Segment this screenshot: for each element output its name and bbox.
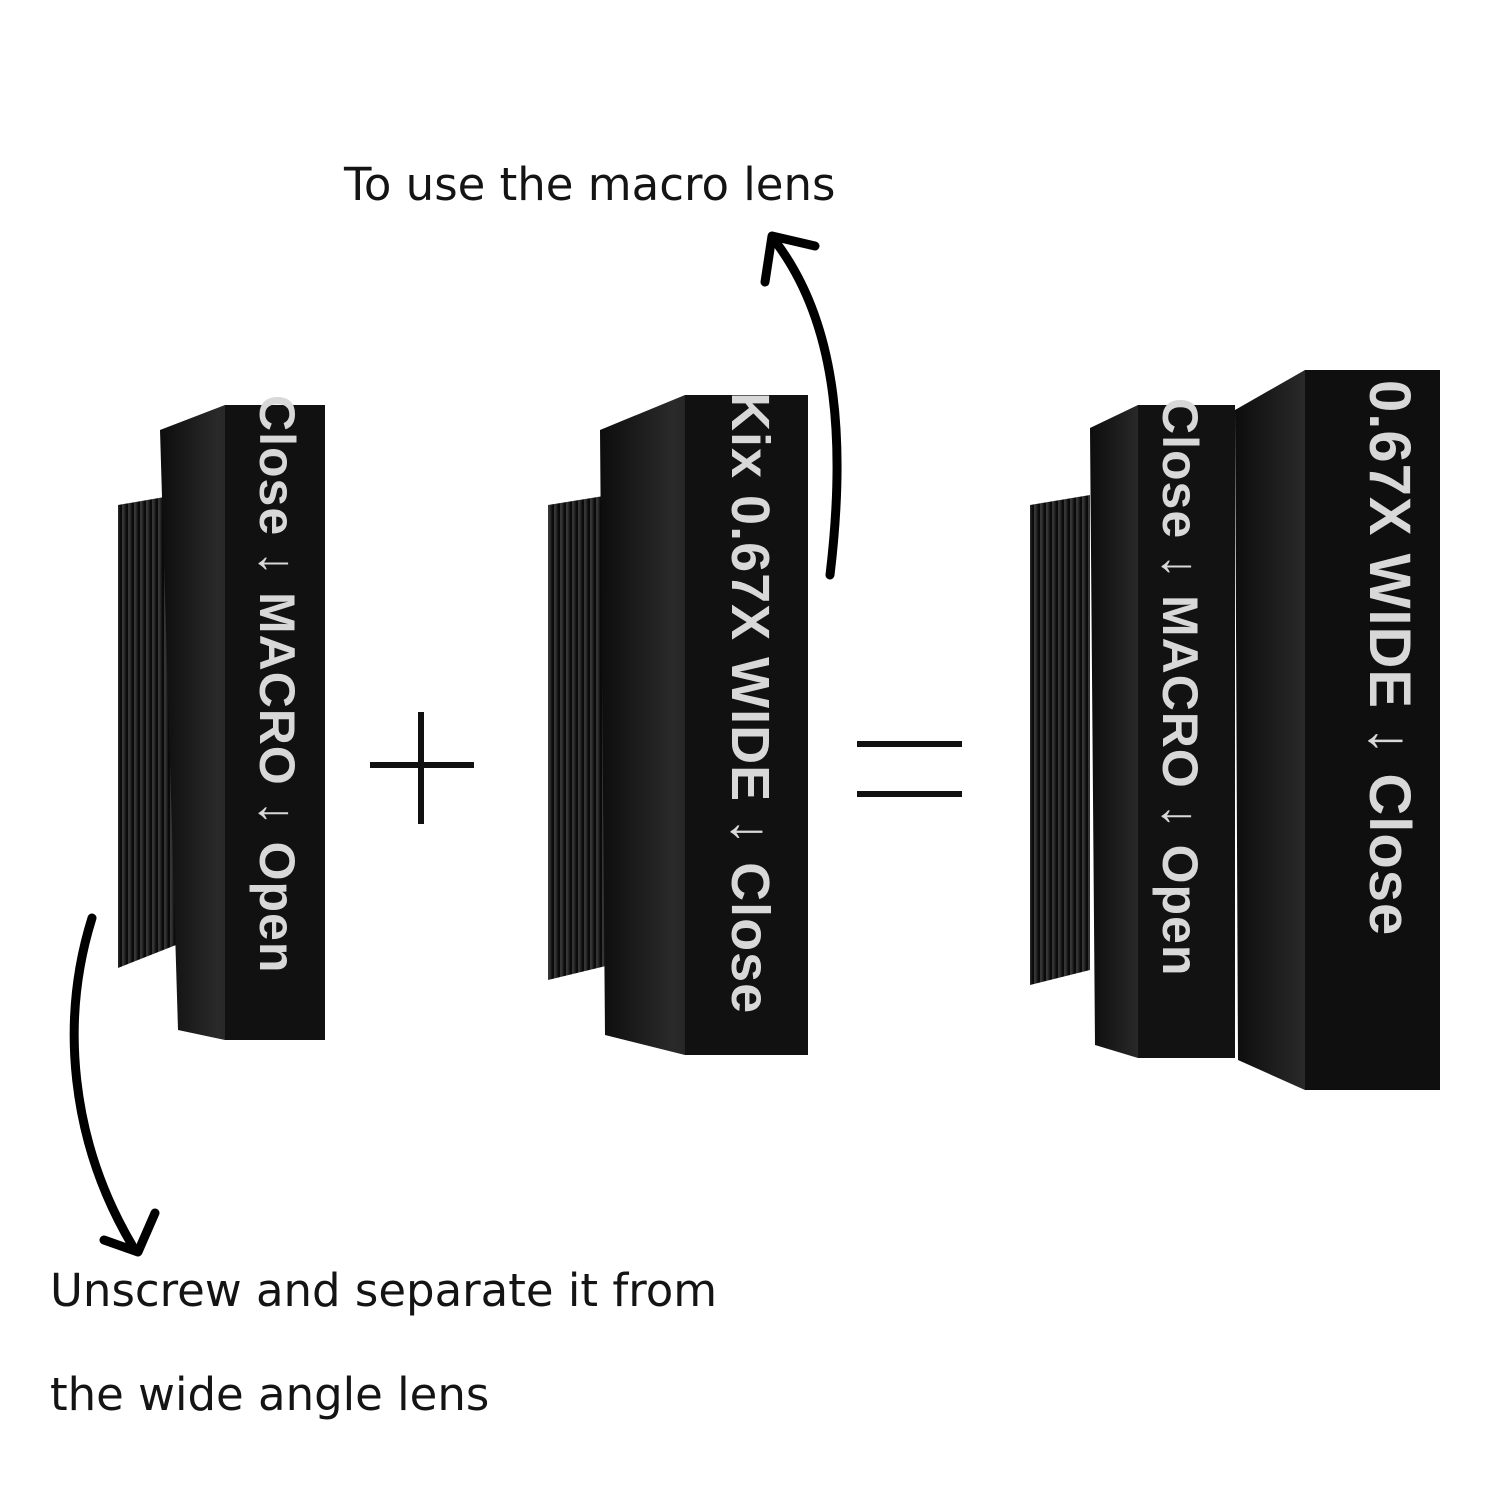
combined-lens-wide-label: 0.67X WIDE ↓ Close: [1357, 380, 1422, 936]
macro-lens-ring: [225, 405, 325, 1040]
wide-lens-ring: [685, 395, 808, 1055]
plus-symbol: [370, 712, 474, 824]
macro-lens-ring-label: Close ↓ MACRO ↓ Open: [249, 395, 305, 973]
wide-lens-thread: [548, 495, 610, 980]
macro-lens: Close ↓ MACRO ↓ Open: [118, 395, 325, 1040]
unscrew-caption-line-1: Unscrew and separate it from: [50, 1264, 718, 1317]
up-arrow-icon: [760, 231, 842, 580]
macro-lens-thread: [118, 495, 176, 968]
combined-lens-thread: [1030, 495, 1090, 985]
macro-lens-caption: To use the macro lens: [344, 158, 836, 211]
equals-symbol: [857, 741, 962, 797]
unscrew-caption-line-2: the wide angle lens: [50, 1368, 490, 1421]
combined-lens: Close ↓ MACRO ↓ Open 0.67X WIDE ↓ Close: [1030, 370, 1440, 1090]
down-arrow-icon: [69, 913, 160, 1257]
combined-lens-wide-ring: [1305, 370, 1440, 1090]
wide-lens-ring-label: Kix 0.67X WIDE ↓ Close: [720, 392, 780, 1014]
combined-lens-macro-label: Close ↓ MACRO ↓ Open: [1152, 398, 1208, 976]
combined-lens-macro-ring: [1138, 405, 1235, 1058]
wide-lens: Kix 0.67X WIDE ↓ Close: [548, 392, 808, 1055]
